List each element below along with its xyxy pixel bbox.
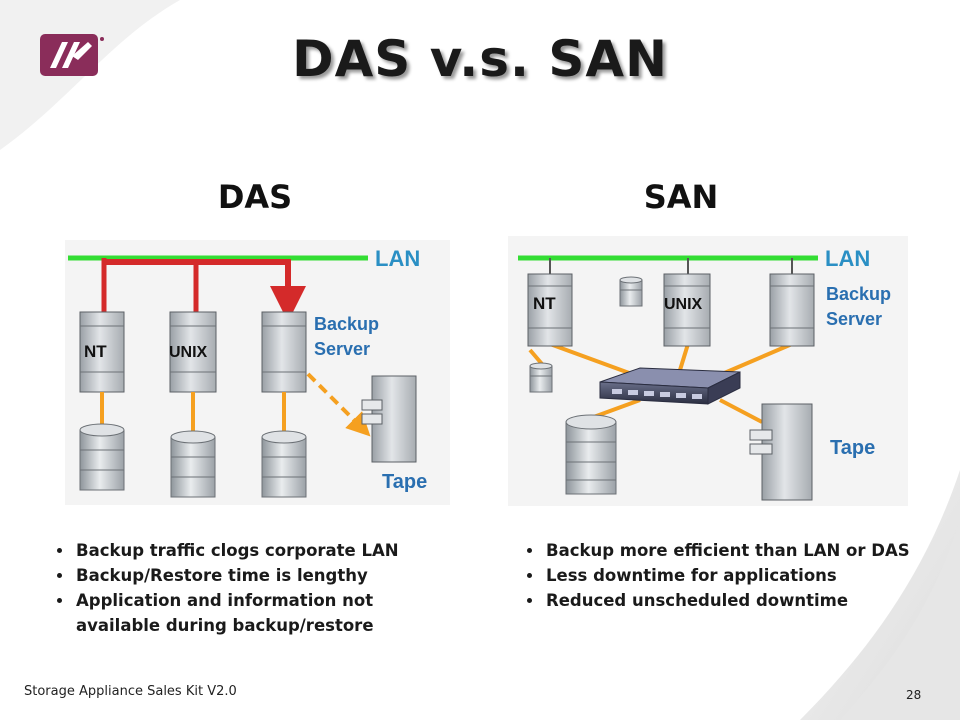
san-bullet-2: Less downtime for applications: [544, 563, 924, 588]
san-backup-server: Backup Server: [769, 273, 891, 347]
das-bullet-1: Backup traffic clogs corporate LAN: [74, 538, 444, 563]
san-diagram: LAN NT UNIX: [508, 236, 908, 506]
das-diagram: LAN NT UNIX Backup Server: [65, 240, 450, 505]
slide-footer: Storage Appliance Sales Kit V2.0: [24, 684, 237, 699]
page-number: 28: [906, 688, 922, 702]
das-nt-disk: [79, 423, 125, 491]
san-heading: SAN: [643, 178, 719, 216]
san-tape-drive: Tape: [749, 403, 875, 501]
san-nt-server: NT: [527, 273, 573, 347]
san-tape-label: Tape: [830, 437, 875, 459]
san-small-disk-left: [529, 362, 553, 393]
das-backup-traffic-arrow: [104, 259, 306, 322]
das-tape-drive: Tape: [361, 375, 427, 493]
das-bullet-list: Backup traffic clogs corporate LAN Backu…: [56, 538, 444, 638]
das-lan-label: LAN: [375, 246, 420, 271]
das-backup-disk: [261, 430, 307, 498]
san-tape-switch-link: [719, 398, 763, 424]
das-tape-link: [306, 372, 371, 437]
san-unix-server: UNIX: [663, 273, 711, 347]
das-tape-label: Tape: [382, 471, 427, 493]
das-unix-label: UNIX: [169, 344, 208, 361]
das-nt-label: NT: [84, 342, 107, 361]
san-nt-label: NT: [533, 294, 556, 313]
das-unix-disk: [170, 430, 216, 498]
das-bullet-3: Application and information not availabl…: [74, 588, 444, 638]
das-unix-server: UNIX: [169, 311, 217, 393]
company-logo: [40, 34, 104, 76]
das-backup-label-line1: Backup: [314, 314, 379, 334]
san-small-disk-top: [619, 276, 643, 307]
das-bullet-2: Backup/Restore time is lengthy: [74, 563, 444, 588]
san-backup-switch-link: [721, 342, 793, 376]
san-bullet-3: Reduced unscheduled downtime: [544, 588, 924, 613]
san-bullet-list: Backup more efficient than LAN or DAS Le…: [526, 538, 924, 613]
san-nt-switch-link: [549, 342, 641, 379]
san-fc-switch: [599, 367, 741, 405]
san-lan-label: LAN: [825, 246, 870, 271]
san-unix-label: UNIX: [664, 296, 703, 313]
das-backup-server: Backup Server: [261, 311, 379, 393]
das-backup-label-line2: Server: [314, 339, 370, 359]
san-bullet-1: Backup more efficient than LAN or DAS: [544, 538, 924, 563]
das-heading: DAS: [217, 178, 293, 216]
slide-title: DAS v.s. SAN: [292, 30, 668, 88]
san-unix-switch-link: [678, 343, 690, 371]
san-disk-array: [565, 414, 617, 495]
das-nt-server: NT: [79, 311, 125, 393]
san-backup-label-line1: Backup: [826, 284, 891, 304]
san-backup-label-line2: Server: [826, 309, 882, 329]
